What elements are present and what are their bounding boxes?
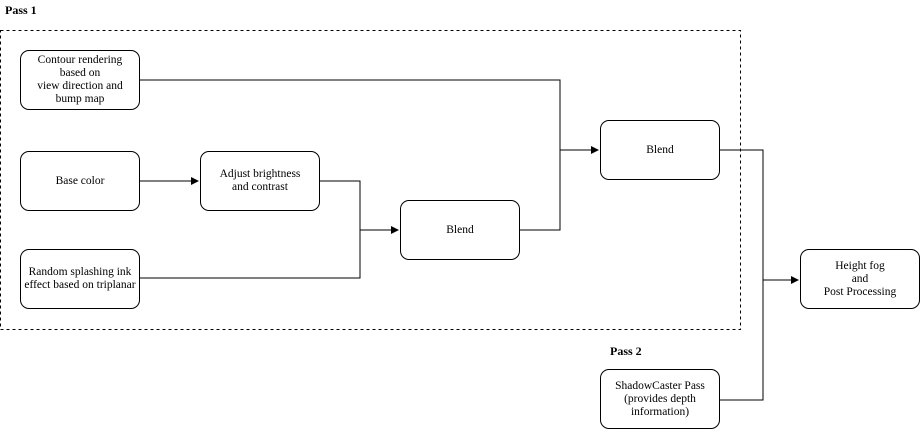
contour-rendering-node: Contour rendering based on view directio… — [20, 50, 140, 110]
edge-blend2-to-heightfog — [720, 149, 799, 284]
contour-line-3: view direction and — [37, 80, 123, 92]
random-ink-node: Random splashing ink effect based on tri… — [20, 249, 140, 309]
adjust-line-1: Adjust brightness — [219, 168, 301, 180]
height-fog-line-2: and — [851, 272, 869, 285]
pass2-label: Pass 2 — [610, 344, 642, 358]
height-fog-node: Height fog and Post Processing — [800, 249, 920, 309]
height-fog-line-3: Post Processing — [823, 285, 897, 298]
shadow-line-2: (provides depth — [624, 392, 696, 405]
blend-2-label: Blend — [646, 143, 674, 156]
adjust-brightness-node: Adjust brightness and contrast — [200, 151, 320, 211]
edge-contour-to-blend2 — [140, 79, 599, 154]
shadow-line-1: ShadowCaster Pass — [615, 379, 705, 392]
random-ink-line-1: Random splashing ink — [28, 266, 132, 278]
pass1-label: Pass 1 — [5, 3, 37, 17]
blend-1-label: Blend — [446, 223, 474, 236]
contour-line-2: based on — [59, 67, 101, 79]
blend-node-2: Blend — [600, 120, 720, 180]
contour-line-1: Contour rendering — [37, 54, 123, 66]
edge-blend1-to-blend2 — [520, 150, 561, 231]
edge-random-to-blend1 — [140, 230, 361, 279]
adjust-line-2: and contrast — [232, 181, 288, 193]
shadowcaster-node: ShadowCaster Pass (provides depth inform… — [600, 369, 720, 429]
height-fog-line-1: Height fog — [835, 259, 885, 272]
edge-shadow-to-heightfog — [720, 280, 764, 401]
random-ink-line-2: effect based on triplanar — [24, 279, 136, 291]
shadow-line-3: information) — [630, 405, 690, 418]
blend-node-1: Blend — [400, 200, 520, 260]
edge-adjust-to-blend1 — [320, 180, 399, 234]
pass1-group-border — [0, 30, 741, 330]
base-color-node: Base color — [20, 151, 140, 211]
base-color-label: Base color — [55, 174, 105, 187]
contour-line-4: bump map — [55, 93, 105, 105]
